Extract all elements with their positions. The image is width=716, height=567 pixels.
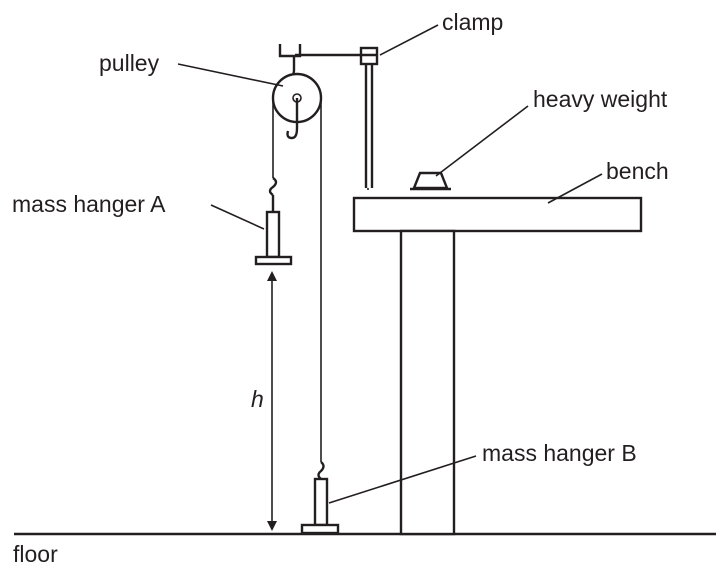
mass-hanger-a-hook [268, 177, 278, 196]
mass-hanger-a-leader-line [210, 204, 265, 230]
bench-leader-line [547, 173, 603, 204]
mass-hanger-b-hook [317, 461, 325, 480]
height-label: h [251, 386, 264, 412]
pulley-leader-line [177, 63, 284, 87]
floor-label: floor [13, 541, 58, 567]
heavy-weight-label: heavy weight [533, 86, 668, 112]
pulley-bottom-hook [286, 127, 299, 140]
heavy-weight-leader-line [435, 105, 529, 177]
clamp-leader-line [379, 24, 439, 56]
mass-hanger-b-base [300, 523, 340, 535]
mass-hanger-a [254, 177, 293, 266]
bench [352, 196, 643, 536]
mass-hanger-b-label: mass hanger B [482, 440, 637, 466]
mass-hanger-a-stem [265, 210, 281, 259]
clamp-stand [278, 44, 379, 190]
bench-label: bench [606, 158, 669, 184]
mass-hanger-b-stem [313, 477, 329, 527]
clamp-jaw [278, 44, 302, 58]
mass-hanger-b-leader-line [328, 455, 477, 504]
heavy-weight [412, 171, 449, 190]
mass-hanger-b [300, 461, 340, 535]
pulley-label: pulley [99, 50, 160, 76]
bench-leg [399, 229, 456, 536]
mass-hanger-a-base [254, 255, 293, 266]
bench-top [352, 196, 643, 233]
clamp-label: clamp [442, 9, 503, 35]
mass-hanger-a-label: mass hanger A [12, 191, 166, 217]
pulley-wheel [271, 72, 323, 140]
